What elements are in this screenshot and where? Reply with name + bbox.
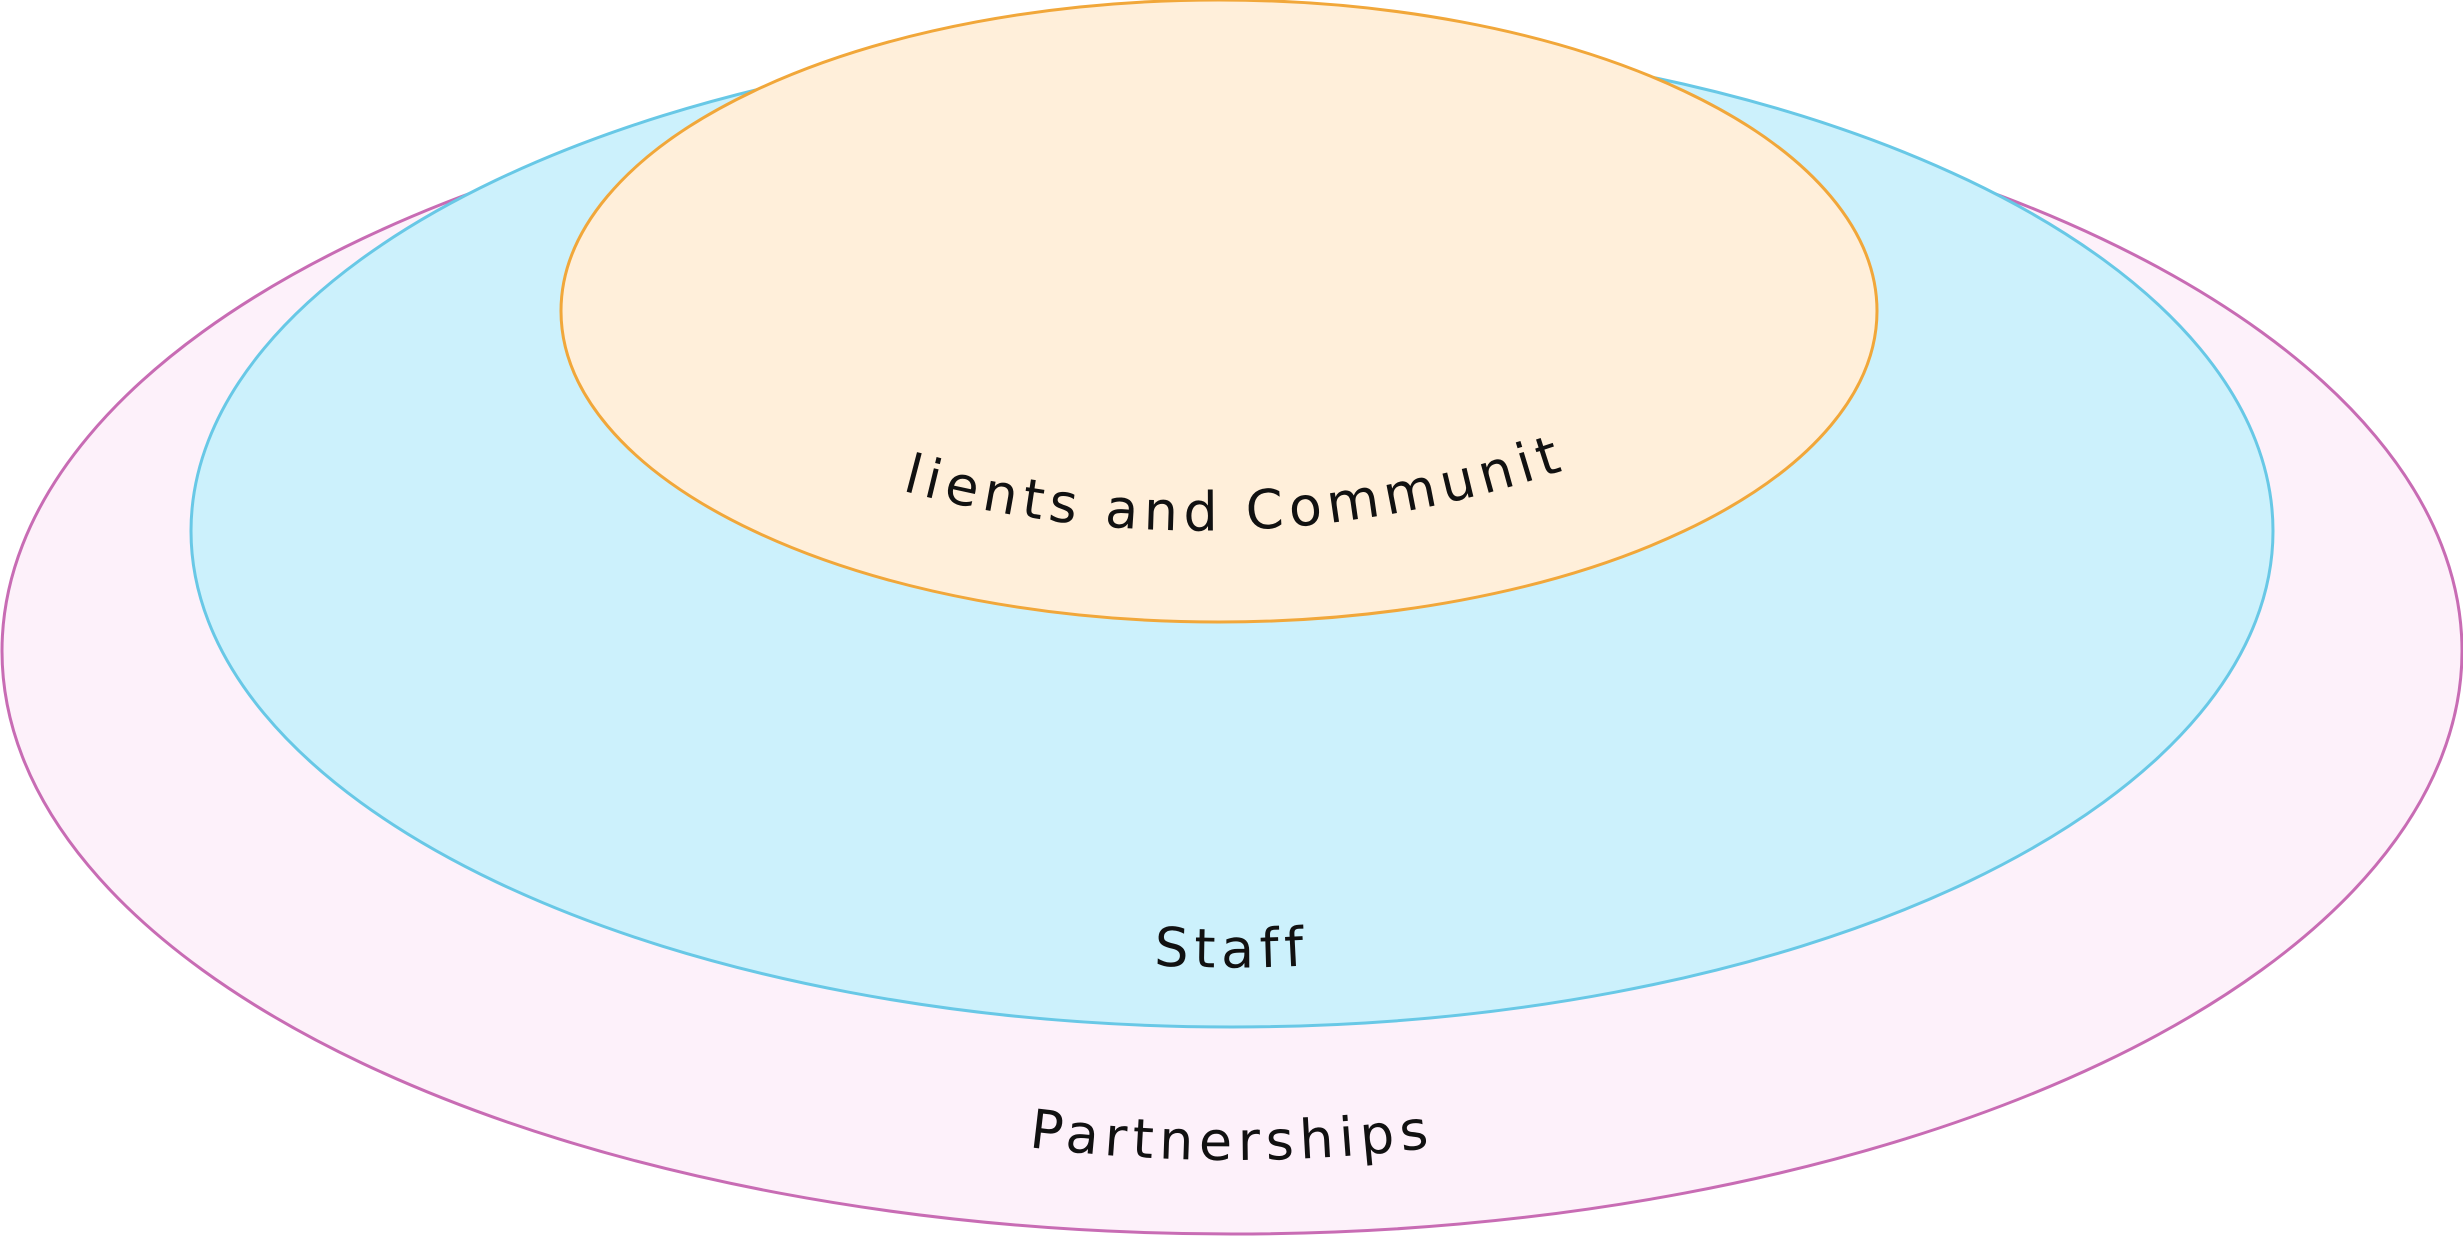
ring-clients-and-community-shape <box>559 0 1879 624</box>
staff-label: Staff <box>1153 915 1311 980</box>
staff-label-text: Staff <box>1153 915 1305 980</box>
ring-clients-and-community <box>559 0 1879 624</box>
